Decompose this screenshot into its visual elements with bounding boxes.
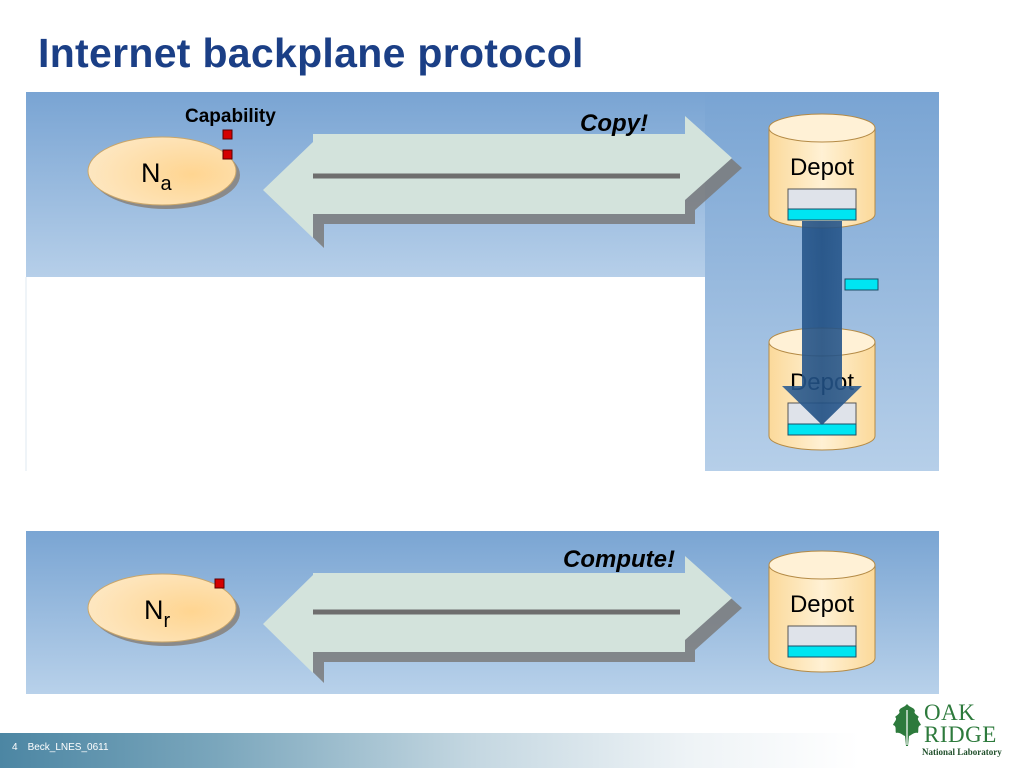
node-na[interactable]: Na [87,136,240,209]
depot-bottom-label: Depot [790,591,854,618]
depot-top-storage-slot [787,188,857,210]
copy-flow-arrow [782,221,862,425]
depot-top-data-block [787,208,857,221]
node-nr-subscript: r [164,610,171,632]
page-number: 4 [12,742,18,753]
depot-top-label: Depot [790,154,854,181]
node-na-subscript: a [161,173,173,195]
footer-bar [0,733,860,768]
depot-bottom-storage-slot [787,625,857,647]
depot-middle-data-block [787,423,857,436]
depot-top[interactable]: Depot [768,113,876,229]
deck-id: Beck_LNES_0611 [27,742,109,753]
logo-line-2: RIDGE [924,722,997,747]
copy-double-arrow [263,116,742,248]
oak-ridge-logo: OAK RIDGE National Laboratory [890,700,1010,764]
footer: 4 Beck_LNES_0611 [12,742,119,753]
node-nr-label: N [144,595,164,625]
logo-line-1: OAK [924,700,976,725]
compute-double-arrow [263,556,742,683]
logo-line-3: National Laboratory [922,747,1002,757]
node-na-label: N [141,158,161,188]
node-nr[interactable]: Nr [87,573,240,646]
capability-marker-1 [222,129,233,140]
depot-bottom[interactable]: Depot [768,550,876,673]
data-block-in-transit [844,278,879,291]
capability-marker-3 [214,578,225,589]
capability-marker-2 [222,149,233,160]
slide-title: Internet backplane protocol [38,30,584,76]
svg-text:Na: Na [141,158,173,195]
capability-label: Capability [185,106,276,127]
compute-label: Compute! [563,546,675,573]
depot-bottom-data-block [787,645,857,658]
copy-label: Copy! [580,110,648,137]
oak-leaf-icon [893,704,921,746]
svg-text:Nr: Nr [144,595,171,632]
